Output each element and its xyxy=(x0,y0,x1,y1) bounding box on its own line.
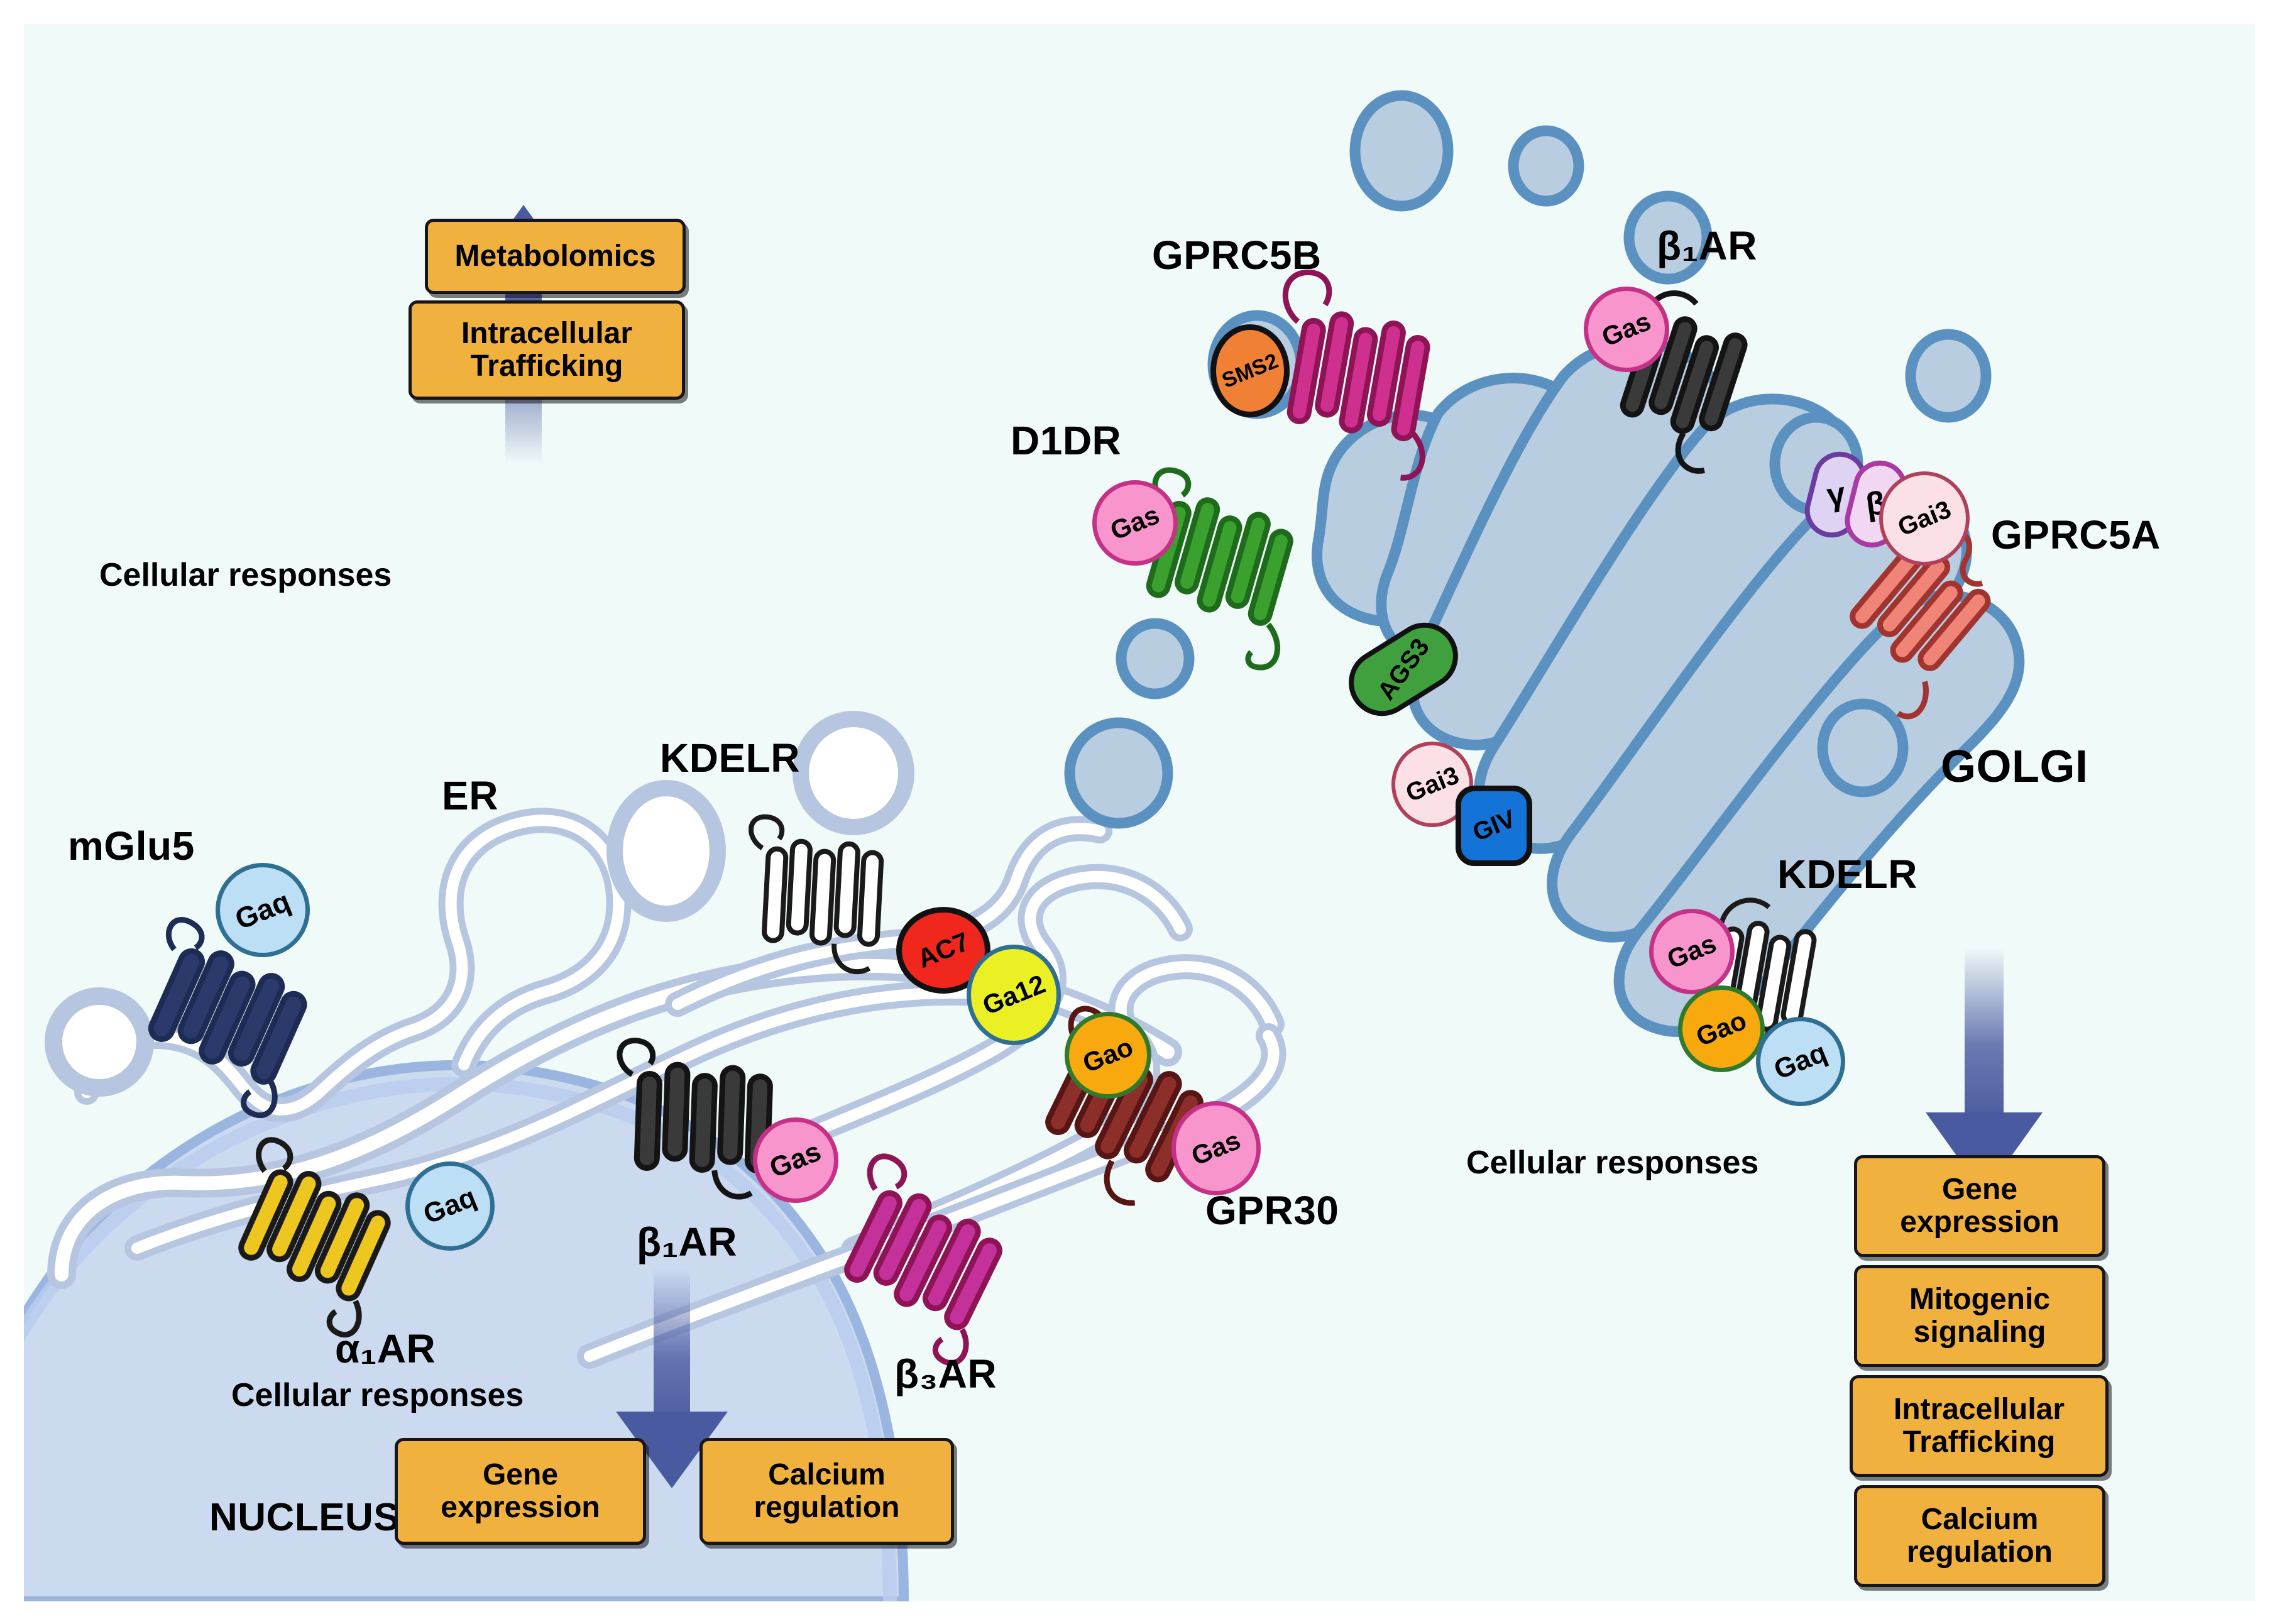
label-gprc5b: GPRC5B xyxy=(1152,233,1322,278)
receptor-mglu5-helices xyxy=(148,917,307,1119)
protein-label: Gas xyxy=(1106,499,1164,546)
label-gprc5a: GPRC5A xyxy=(1991,512,2161,557)
outcome-box-mitogenic-signaling[interactable]: Mitogenic signaling xyxy=(1854,1265,2105,1367)
receptor-kdelr-er-helices xyxy=(748,814,884,975)
protein-gaq-a1ar: Gaq xyxy=(405,1161,495,1251)
protein-gas-kdelr: Gas xyxy=(1649,909,1735,994)
protein-label: Gas xyxy=(765,1136,826,1184)
outcome-box-label: Mitogenic signaling xyxy=(1909,1283,2050,1349)
protein-label: Gai3 xyxy=(1402,760,1463,808)
label-kdelr-er: KDELR xyxy=(660,735,800,781)
receptor-a1ar-helices xyxy=(238,1137,391,1338)
protein-label: Gas xyxy=(1187,1124,1245,1171)
label-gpr30: GPR30 xyxy=(1205,1188,1339,1233)
label-b3ar: β₃AR xyxy=(894,1351,997,1396)
protein-label: Gas xyxy=(1663,928,1721,975)
outcome-box-label: Intracellular Trafficking xyxy=(461,317,633,383)
label-golgi: GOLGI xyxy=(1941,742,2088,792)
protein-ga12: Ga12 xyxy=(967,945,1061,1045)
protein-gao-kdelr: Gao xyxy=(1678,985,1765,1072)
protein-label: AC7 xyxy=(913,926,974,974)
label-b1ar-golgi: β₁AR xyxy=(1657,223,1757,268)
label-cellular-responses-top: Cellular responses xyxy=(99,557,392,593)
protein-gas-gpr30: Gas xyxy=(1171,1101,1261,1195)
protein-gas-b1ar-golgi: Gas xyxy=(1584,287,1669,372)
label-a1ar: α₁AR xyxy=(335,1326,436,1371)
figure-canvas: Gaq Gaq Gas AC7 Ga12 Gao Gas SMS2 Gas Ga… xyxy=(24,24,2255,1601)
receptor-b3ar-helices xyxy=(844,1153,1002,1366)
protein-label: Ga12 xyxy=(978,968,1050,1021)
protein-gao-gpr30: Gao xyxy=(1065,1012,1151,1099)
protein-label: Gao xyxy=(1078,1031,1138,1078)
protein-label: Gaq xyxy=(419,1181,481,1231)
outcome-box-gene-expression-nucleus[interactable]: Gene expression xyxy=(395,1438,646,1545)
label-kdelr-golgi: KDELR xyxy=(1777,852,1917,897)
protein-gaq-kdelr: Gaq xyxy=(1756,1017,1845,1106)
outcome-box-label: Gene expression xyxy=(1900,1173,2060,1239)
protein-label: GIV xyxy=(1468,804,1519,847)
protein-gai3-gprc5a: Gai3 xyxy=(1879,471,1970,566)
protein-label: AGS3 xyxy=(1371,633,1435,705)
outcome-box-label: Intracellular Trafficking xyxy=(1893,1393,2065,1459)
protein-label: Gaq xyxy=(230,884,295,936)
outcome-box-intracellular-trafficking-right[interactable]: Intracellular Trafficking xyxy=(1850,1375,2109,1477)
label-cellular-responses-nucleus: Cellular responses xyxy=(231,1377,524,1413)
protein-label: Gaq xyxy=(1769,1036,1831,1086)
receptor-gprc5b-helices xyxy=(1282,269,1430,481)
label-mglu5: mGlu5 xyxy=(68,823,195,869)
outcome-box-calcium-regulation-nucleus[interactable]: Calcium regulation xyxy=(699,1438,954,1545)
arrow-down-nucleus xyxy=(616,1268,728,1488)
outcome-box-calcium-regulation-right[interactable]: Calcium regulation xyxy=(1854,1485,2105,1587)
protein-gas-b1ar-er: Gas xyxy=(753,1117,838,1203)
protein-sms2: SMS2 xyxy=(1210,324,1290,417)
label-cellular-responses-right: Cellular responses xyxy=(1466,1144,1759,1181)
protein-label: Gas xyxy=(1598,305,1655,353)
outcome-box-label: Calcium regulation xyxy=(754,1458,900,1524)
protein-gaq-mglu5: Gaq xyxy=(216,863,310,957)
receptor-d1dr-helices xyxy=(1146,467,1293,671)
label-b1ar-er: β₁AR xyxy=(637,1219,737,1265)
label-d1dr: D1DR xyxy=(1011,418,1122,463)
outcome-box-gene-expression-right[interactable]: Gene expression xyxy=(1854,1155,2105,1257)
outcome-box-label: Gene expression xyxy=(441,1458,600,1524)
outcome-box-label: Metabolomics xyxy=(454,239,656,273)
label-nucleus: NUCLEUS xyxy=(209,1496,400,1539)
protein-label: Gao xyxy=(1692,1005,1751,1052)
protein-label: SMS2 xyxy=(1218,348,1281,393)
label-er: ER xyxy=(442,773,498,818)
protein-label: Gai3 xyxy=(1894,495,1955,542)
protein-giv: GIV xyxy=(1456,786,1532,866)
protein-label: γ xyxy=(1824,475,1848,514)
outcome-box-metabolomics[interactable]: Metabolomics xyxy=(425,219,686,294)
arrow-down-right xyxy=(1926,948,2043,1194)
outcome-box-label: Calcium regulation xyxy=(1906,1503,2053,1569)
protein-gas-d1dr: Gas xyxy=(1092,480,1178,566)
organelle-artwork xyxy=(24,90,2043,1601)
outcome-box-intracellular-trafficking[interactable]: Intracellular Trafficking xyxy=(409,300,685,400)
